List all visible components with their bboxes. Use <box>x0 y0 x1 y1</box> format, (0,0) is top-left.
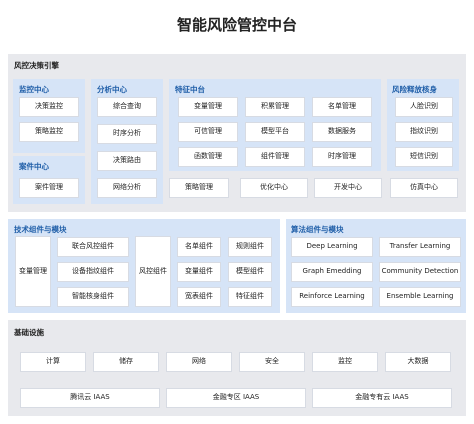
list-component-box: 名单组件 <box>177 237 221 257</box>
face-recognition-box: 人脸识别 <box>395 97 453 117</box>
analysis-center-label: 分析中心 <box>97 85 127 94</box>
tech-variable-mgmt-box: 变量管理 <box>15 236 51 307</box>
joint-risk-component-box: 联合风控组件 <box>57 237 129 257</box>
sms-recognition-box: 短信识别 <box>395 147 453 167</box>
simulation-center-box: 仿真中心 <box>390 178 458 198</box>
feature-center-label: 特征中台 <box>175 85 205 94</box>
dev-center-box: 开发中心 <box>314 178 382 198</box>
community-detection-box: Community Detection <box>379 262 461 282</box>
monitor-box: 监控 <box>312 352 378 372</box>
security-box: 安全 <box>239 352 305 372</box>
big-data-box: 大数据 <box>385 352 451 372</box>
component-mgmt-box: 组件管理 <box>245 147 305 167</box>
risk-release-label: 风险释放核身 <box>392 85 437 94</box>
model-platform-box: 模型平台 <box>245 122 305 142</box>
ensemble-learning-box: Ensemble Learning <box>379 287 461 307</box>
storage-box: 储存 <box>93 352 159 372</box>
tech-components-label: 技术组件与模块 <box>14 225 67 234</box>
decision-route-box: 决策路由 <box>97 151 157 171</box>
strategy-mgmt-box: 策略管理 <box>169 178 229 198</box>
strategy-monitor-box: 策略监控 <box>19 122 79 142</box>
compute-box: 计算 <box>20 352 86 372</box>
variable-component-box: 变量组件 <box>177 262 221 282</box>
finance-zone-iaas-box: 金融专区 IAAS <box>166 388 306 408</box>
reinforce-learning-box: Reinforce Learning <box>291 287 373 307</box>
rule-component-box: 规则组件 <box>228 237 272 257</box>
decision-engine-label: 风控决策引擎 <box>14 61 59 70</box>
network-box: 网络 <box>166 352 232 372</box>
comprehensive-query-box: 综合查询 <box>97 97 157 117</box>
risk-center-label: 监控中心 <box>19 85 49 94</box>
page-title: 智能风险管控中台 <box>176 16 297 34</box>
timing-analysis-box: 时序分析 <box>97 124 157 144</box>
feature-component-box: 特征组件 <box>228 287 272 307</box>
deep-learning-box: Deep Learning <box>291 237 373 257</box>
case-mgmt-box: 案件管理 <box>19 178 79 198</box>
variable-mgmt-box: 变量管理 <box>178 97 238 117</box>
algo-components-label: 算法组件与模块 <box>291 225 344 234</box>
infra-label: 基础设施 <box>14 328 44 337</box>
network-analysis-box: 网络分析 <box>97 178 157 198</box>
finance-private-cloud-iaas-box: 金融专有云 IAAS <box>312 388 452 408</box>
function-mgmt-box: 函数管理 <box>178 147 238 167</box>
list-mgmt-box: 名单管理 <box>312 97 372 117</box>
transfer-learning-box: Transfer Learning <box>379 237 461 257</box>
accumulation-mgmt-box: 积累管理 <box>245 97 305 117</box>
model-component-box: 模型组件 <box>228 262 272 282</box>
case-center-label: 案件中心 <box>19 162 49 171</box>
smart-verify-component-box: 智能核身组件 <box>57 287 129 307</box>
data-service-box: 数据服务 <box>312 122 372 142</box>
tencent-cloud-iaas-box: 腾讯云 IAAS <box>20 388 160 408</box>
wide-table-component-box: 宽表组件 <box>177 287 221 307</box>
device-fingerprint-component-box: 设备指纹组件 <box>57 262 129 282</box>
optimization-center-box: 优化中心 <box>240 178 308 198</box>
decision-monitor-box: 决策监控 <box>19 97 79 117</box>
trust-mgmt-box: 可信管理 <box>178 122 238 142</box>
graph-embedding-box: Graph Emedding <box>291 262 373 282</box>
fingerprint-recognition-box: 指纹识别 <box>395 122 453 142</box>
timing-mgmt-box: 时序管理 <box>312 147 372 167</box>
risk-component-box: 风控组件 <box>135 236 171 307</box>
